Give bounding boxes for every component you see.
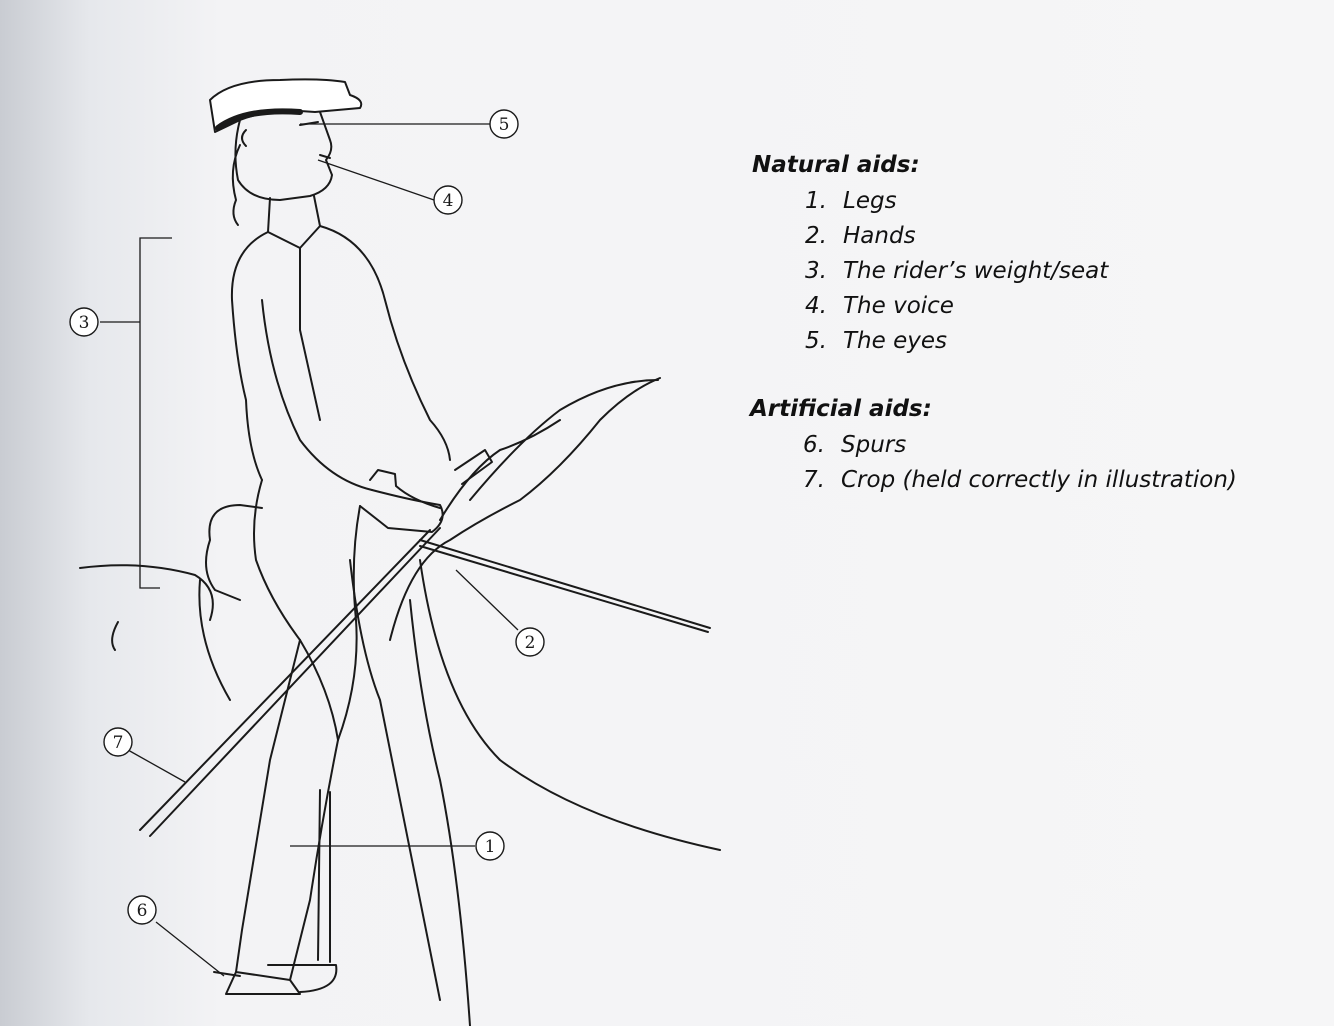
callout-2: 2 [516, 628, 544, 656]
natural-aids-legend: Natural aids: 1. Legs 2. Hands 3. The rider… [752, 152, 1108, 359]
rider-torso [232, 232, 268, 480]
svg-text:4: 4 [443, 191, 454, 211]
item-label: Hands [843, 223, 916, 249]
callout-6: 6 [128, 896, 156, 924]
svg-text:6: 6 [137, 901, 148, 921]
list-item: 7. Crop (held correctly in illustration) [795, 463, 1237, 498]
callout-4: 4 [434, 186, 462, 214]
callout-5: 5 [490, 110, 518, 138]
item-number: 5. [797, 324, 827, 359]
item-number: 4. [797, 289, 827, 324]
svg-text:7: 7 [113, 733, 124, 753]
callout-1: 1 [476, 832, 504, 860]
item-label: The eyes [843, 328, 947, 354]
svg-text:3: 3 [79, 313, 90, 333]
natural-aids-heading: Natural aids: [752, 152, 1108, 178]
rider-thigh [254, 480, 338, 740]
rider-head [235, 112, 332, 200]
list-item: 4. The voice [797, 289, 1108, 324]
saddle [199, 505, 262, 700]
callout-7: 7 [104, 728, 132, 756]
item-number: 2. [797, 219, 827, 254]
item-label: The voice [843, 293, 954, 319]
item-number: 7. [795, 463, 825, 498]
horse-back [80, 565, 213, 650]
horse-mane [440, 380, 658, 520]
item-number: 6. [795, 428, 825, 463]
rider-arm [262, 300, 372, 490]
rider-illustration: 5 4 3 2 7 1 6 [0, 0, 740, 1026]
list-item: 6. Spurs [795, 428, 1237, 463]
item-number: 3. [797, 254, 827, 289]
artificial-aids-heading: Artificial aids: [750, 396, 1237, 422]
list-item: 1. Legs [797, 184, 1108, 219]
list-item: 2. Hands [797, 219, 1108, 254]
artificial-aids-legend: Artificial aids: 6. Spurs 7. Crop (held co… [750, 396, 1237, 498]
list-item: 5. The eyes [797, 324, 1108, 359]
svg-text:1: 1 [485, 837, 496, 857]
item-label: Spurs [841, 432, 906, 458]
item-label: Crop (held correctly in illustration) [841, 467, 1237, 493]
list-item: 3. The rider’s weight/seat [797, 254, 1108, 289]
item-number: 1. [797, 184, 827, 219]
artificial-aids-list: 6. Spurs 7. Crop (held correctly in illust… [795, 428, 1237, 498]
callout-3: 3 [70, 308, 98, 336]
reins [420, 540, 710, 632]
item-label: Legs [843, 188, 897, 214]
stirrup [268, 790, 336, 992]
svg-text:2: 2 [525, 633, 536, 653]
item-label: The rider’s weight/seat [843, 258, 1108, 284]
svg-text:5: 5 [499, 115, 510, 135]
natural-aids-list: 1. Legs 2. Hands 3. The rider’s weight/seat… [797, 184, 1108, 359]
